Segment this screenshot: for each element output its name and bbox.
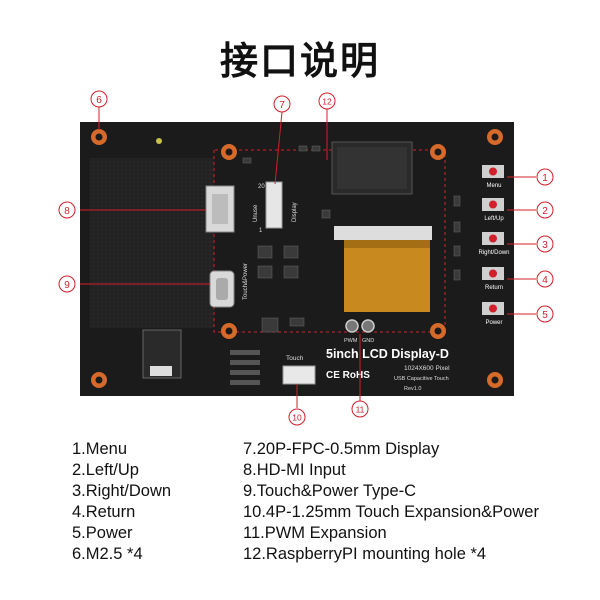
smd-components xyxy=(242,145,461,333)
page-title: 接口说明 xyxy=(219,39,380,83)
svg-text:6: 6 xyxy=(96,95,102,106)
fpc-20p-connector xyxy=(265,181,283,229)
svg-text:7: 7 xyxy=(279,100,285,111)
svg-text:2: 2 xyxy=(542,206,548,217)
callout-3: 3 xyxy=(536,235,554,253)
silk-unuse: Unuse xyxy=(253,204,259,222)
legend-item: 6.M2.5 *4 xyxy=(72,545,143,563)
revision-text: Rev1.0 xyxy=(404,386,421,392)
legend-item: 10.4P-1.25mm Touch Expansion&Power xyxy=(243,503,539,521)
fpc-pin-1: 1 xyxy=(259,228,263,234)
legend-item: 9.Touch&Power Type-C xyxy=(243,482,417,500)
button-label: Right/Down xyxy=(478,250,509,256)
callout-11: 11 xyxy=(351,400,369,418)
touch-4p-connector xyxy=(282,365,316,385)
svg-text:12: 12 xyxy=(322,97,332,107)
legend-item: 5.Power xyxy=(72,524,133,542)
fpc-pin-20: 20 xyxy=(258,184,265,190)
callout-1: 1 xyxy=(536,168,554,186)
svg-text:10: 10 xyxy=(292,413,302,423)
callout-10: 10 xyxy=(288,408,306,426)
svg-text:1: 1 xyxy=(542,173,548,184)
fpc-ribbon xyxy=(344,240,430,312)
callout-4: 4 xyxy=(536,270,554,288)
callout-lines xyxy=(80,106,536,408)
pwm-pad xyxy=(345,319,359,333)
status-led xyxy=(156,138,162,144)
button-label: Return xyxy=(485,285,503,291)
callout-5: 5 xyxy=(536,305,554,323)
rpi-mounting-holes xyxy=(221,144,446,339)
callout-8: 8 xyxy=(58,201,76,219)
resolution-text: 1024X600 Pixel xyxy=(404,365,450,372)
callout-12: 12 xyxy=(318,92,336,110)
callout-7: 7 xyxy=(273,95,291,113)
svg-text:9: 9 xyxy=(64,280,70,291)
gnd-label: GND xyxy=(362,338,374,344)
touch-type-text: USB Capacitive Touch xyxy=(394,376,449,382)
silk-touch-power: Touch&Power xyxy=(243,263,249,300)
legend-item: 4.Return xyxy=(72,503,136,521)
callout-6: 6 xyxy=(90,90,108,108)
cert-marks: CE RoHS xyxy=(326,370,370,381)
legend-item: 8.HD-MI Input xyxy=(243,461,346,479)
legend-item: 1.Menu xyxy=(72,440,128,458)
button-label: Left/Up xyxy=(484,216,504,222)
button-power[interactable]: Power xyxy=(482,302,504,326)
legend-item: 3.Right/Down xyxy=(72,482,172,500)
callout-2: 2 xyxy=(536,201,554,219)
corner-holes xyxy=(91,129,503,388)
silk-touch: Touch xyxy=(286,355,304,362)
button-callouts: 1 2 3 4 5 xyxy=(536,168,554,323)
svg-text:4: 4 xyxy=(542,275,548,286)
product-name: 5inch LCD Display-D xyxy=(326,347,449,361)
silk-display: Display xyxy=(292,202,298,222)
textured-area xyxy=(90,158,214,328)
svg-text:11: 11 xyxy=(356,405,365,415)
svg-text:8: 8 xyxy=(64,206,70,217)
button-left-up[interactable]: Left/Up xyxy=(482,198,504,222)
svg-text:5: 5 xyxy=(542,310,548,321)
legend-left: 1.Menu 2.Left/Up 3.Right/Down 4.Return 5.Pow… xyxy=(72,439,171,565)
legend-right: 7.20P-FPC-0.5mm Display 8.HD-MI Input 9.To… xyxy=(243,439,539,565)
fpc-connector-top xyxy=(334,226,432,240)
button-menu[interactable]: Menu xyxy=(482,165,504,189)
callout-9: 9 xyxy=(58,275,76,293)
button-label: Menu xyxy=(486,183,501,189)
svg-text:3: 3 xyxy=(542,240,548,251)
gnd-pad xyxy=(361,319,375,333)
pin-header-strips xyxy=(230,350,260,385)
legend-item: 2.Left/Up xyxy=(72,461,139,479)
legend-item: 11.PWM Expansion xyxy=(243,524,387,542)
legend-item: 7.20P-FPC-0.5mm Display xyxy=(243,440,440,458)
button-right-down[interactable]: Right/Down xyxy=(478,232,510,256)
button-label: Power xyxy=(485,320,502,326)
legend-item: 12.RaspberryPI mounting hole *4 xyxy=(243,545,487,563)
button-return[interactable]: Return xyxy=(482,267,504,291)
pwm-label: PWM xyxy=(344,338,358,344)
